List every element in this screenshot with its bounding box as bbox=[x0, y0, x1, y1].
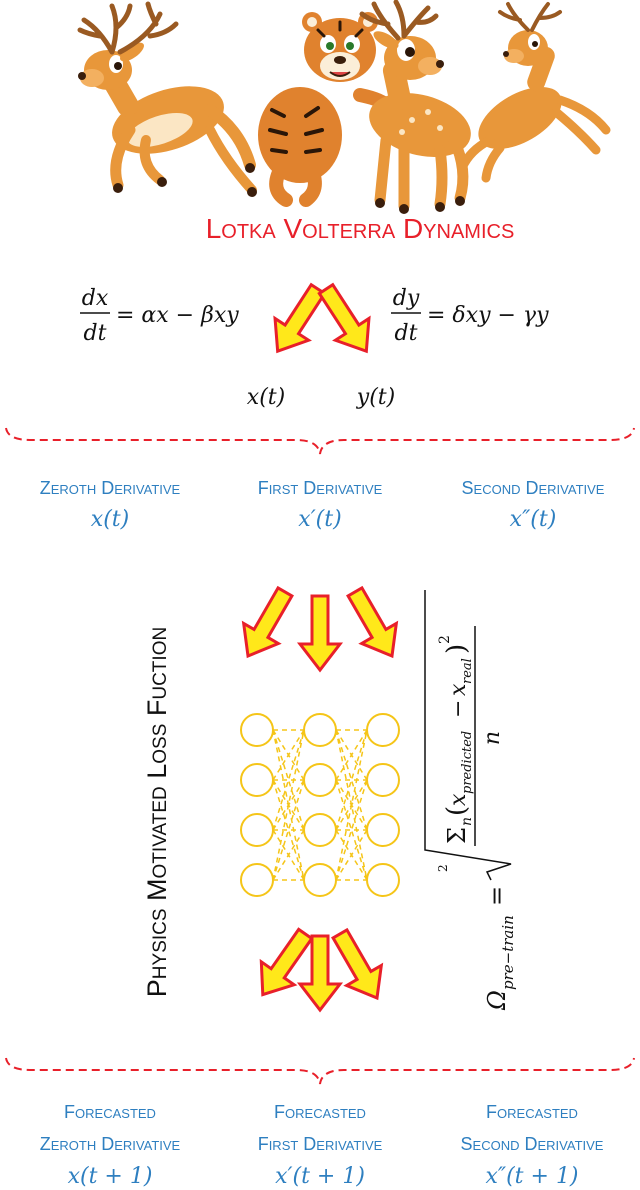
eq2-denominator: dt bbox=[395, 321, 418, 346]
lotka-volterra-equations: dx dt = αx − βxy dy dt = δxy − γy x(t) y… bbox=[80, 286, 549, 410]
neural-network bbox=[240, 713, 400, 897]
forecast-zeroth-expr: x(t + 1) bbox=[68, 1164, 153, 1189]
sigma-subscript: n bbox=[459, 817, 475, 826]
network-edge bbox=[272, 829, 305, 881]
network-edge bbox=[272, 729, 305, 881]
network-node bbox=[240, 763, 274, 797]
equals-sign: = bbox=[483, 886, 511, 906]
network-node bbox=[366, 813, 400, 847]
eq2-rhs: = δxy − γy bbox=[427, 303, 549, 328]
derivative-labels: Zeroth Derivative x(t) First Derivative … bbox=[40, 478, 605, 532]
cartoon-illustration bbox=[77, 0, 611, 214]
network-node bbox=[366, 863, 400, 897]
network-node bbox=[366, 763, 400, 797]
close-paren: ) bbox=[442, 644, 472, 654]
forecast-zeroth-line1: Forecasted bbox=[64, 1102, 156, 1122]
x-real-subscript: real bbox=[460, 658, 475, 684]
omega-symbol: Ω bbox=[483, 990, 511, 1011]
network-edge bbox=[335, 729, 368, 881]
forecast-first-line1: Forecasted bbox=[274, 1102, 366, 1122]
forecast-first-line2: First Derivative bbox=[258, 1134, 383, 1154]
forecast-second-line2: Second Derivative bbox=[461, 1134, 604, 1154]
minus-sign: − bbox=[446, 700, 471, 718]
forecast-second-line1: Forecasted bbox=[486, 1102, 578, 1122]
network-node bbox=[366, 713, 400, 747]
second-derivative-expr: x″(t) bbox=[510, 507, 557, 532]
root-sign bbox=[424, 590, 512, 881]
zeroth-derivative-label: Zeroth Derivative bbox=[40, 478, 181, 498]
deer-left-image bbox=[77, 1, 257, 197]
forecast-zeroth-line2: Zeroth Derivative bbox=[40, 1134, 181, 1154]
arrow-second-out-icon bbox=[321, 922, 396, 1010]
first-derivative-expr: x′(t) bbox=[298, 507, 341, 532]
forecast-labels: Forecasted Zeroth Derivative x(t + 1) Fo… bbox=[40, 1102, 604, 1189]
diagram-title: Lotka Volterra Dynamics bbox=[206, 213, 515, 244]
deer-right-image bbox=[457, 2, 611, 183]
network-edges bbox=[272, 729, 368, 881]
network-nodes bbox=[240, 713, 400, 897]
zeroth-derivative-expr: x(t) bbox=[91, 507, 129, 532]
x-real: x bbox=[446, 683, 471, 696]
eq1-numerator: dx bbox=[82, 286, 109, 311]
x-predicted: x bbox=[446, 793, 471, 806]
forecast-first-expr: x′(t + 1) bbox=[275, 1164, 365, 1189]
arrow-second-in-icon bbox=[336, 580, 411, 668]
network-node bbox=[303, 763, 337, 797]
y-of-t-label: y(t) bbox=[356, 385, 395, 410]
network-node bbox=[303, 713, 337, 747]
eq2-numerator: dy bbox=[393, 286, 420, 311]
sigma-symbol: Σ bbox=[443, 827, 471, 844]
network-node bbox=[240, 813, 274, 847]
network-node bbox=[240, 863, 274, 897]
deer-center-image bbox=[359, 0, 471, 214]
network-edge bbox=[335, 729, 368, 781]
network-edge bbox=[335, 829, 368, 881]
network-edge bbox=[272, 729, 305, 781]
second-derivative-label: Second Derivative bbox=[462, 478, 605, 498]
brace-bottom bbox=[5, 1057, 635, 1085]
loss-denominator: n bbox=[480, 731, 505, 745]
network-node bbox=[303, 863, 337, 897]
first-derivative-label: First Derivative bbox=[258, 478, 383, 498]
brace-top bbox=[5, 427, 635, 455]
eq1-denominator: dt bbox=[84, 321, 107, 346]
arrow-first-in-icon bbox=[298, 594, 342, 672]
tiger-image bbox=[258, 12, 399, 207]
network-node bbox=[240, 713, 274, 747]
square-exponent: 2 bbox=[437, 635, 453, 644]
loss-function-label: Physics Motivated Loss Fuction bbox=[142, 627, 172, 997]
eq1-rhs: = αx − βxy bbox=[116, 303, 239, 328]
x-of-t-label: x(t) bbox=[247, 385, 285, 410]
network-node bbox=[303, 813, 337, 847]
x-predicted-subscript: predicted bbox=[460, 731, 475, 794]
loss-formula: Ω pre−train = 2 Σ n ( x predicted − x re… bbox=[424, 590, 517, 1011]
root-index: 2 bbox=[436, 864, 450, 872]
omega-subscript: pre−train bbox=[499, 915, 517, 990]
forecast-second-expr: x″(t + 1) bbox=[485, 1164, 578, 1189]
arrow-zeroth-in-icon bbox=[229, 580, 304, 668]
open-paren: ( bbox=[442, 806, 472, 816]
